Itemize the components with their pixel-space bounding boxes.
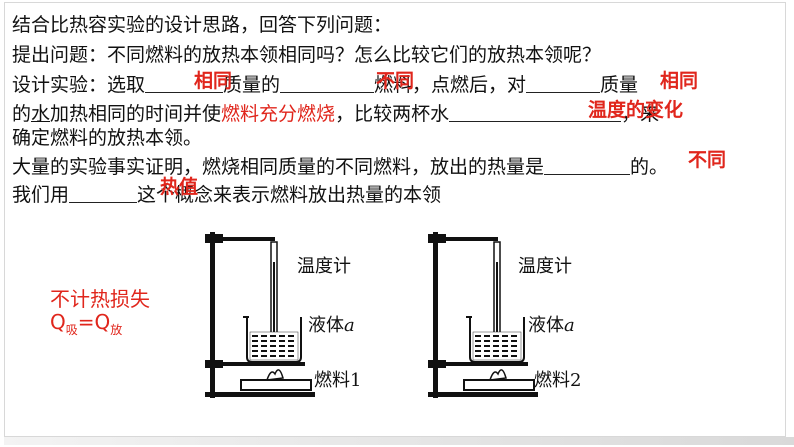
- concept-text-1: 我们用: [12, 184, 70, 206]
- design-text-1: 设计实验：选取: [12, 74, 146, 96]
- blank-2: [280, 74, 375, 93]
- title-line: 结合比热容实验的设计思路，回答下列问题：: [12, 14, 392, 36]
- design-text-2: 质量的: [223, 74, 281, 96]
- fuel-label-2: 燃料2: [534, 370, 582, 391]
- answer-1: 相同: [194, 70, 233, 92]
- liquid-var-1: a: [344, 315, 355, 336]
- full-combustion-text: 燃料充分燃烧: [221, 103, 336, 125]
- q-release: Q: [94, 310, 111, 334]
- fact-text-1: 大量的实验事实证明，燃烧相同质量的不同燃料，放出的热量是: [12, 156, 545, 178]
- title-text: 结合比热容实验的设计思路，回答下列问题：: [12, 14, 393, 36]
- concept-line: 我们用 这个概念来表示燃料放出热量的本领: [12, 184, 441, 206]
- answer-2: 不同: [376, 70, 415, 92]
- question-text: 提出问题：不同燃料的放热本领相同吗？怎么比较它们的放热本领呢？: [12, 44, 602, 66]
- fuel-label-1: 燃料1: [314, 370, 362, 391]
- liquid-text-2: 液体: [528, 315, 564, 336]
- question-line: 提出问题：不同燃料的放热本领相同吗？怎么比较它们的放热本领呢？: [12, 44, 601, 66]
- liquid-var-2: a: [564, 315, 575, 336]
- liquid-label-2: 液体a: [528, 311, 575, 337]
- blank-5: [544, 156, 631, 175]
- liquid-label-1: 液体a: [308, 311, 355, 337]
- blank-3: [526, 74, 601, 93]
- concept-text-2: 这个概念来表示燃料放出热量的本领: [137, 184, 442, 206]
- answer-6: 热值: [160, 176, 199, 198]
- sub-release: 放: [110, 323, 123, 337]
- blank-6: [69, 184, 138, 203]
- heating-text-2: 加热相同的时间并使: [50, 103, 222, 125]
- answer-5: 不同: [688, 149, 727, 171]
- thermometer-label-1: 温度计: [297, 256, 351, 277]
- bottom-accent-bar: [4, 437, 794, 445]
- heat-equation: Q吸=Q放: [50, 310, 122, 338]
- determine-line: 确定燃料的放热本领。: [12, 127, 202, 149]
- determine-text: 确定燃料的放热本领。: [12, 127, 203, 149]
- heating-text-1: 的: [12, 103, 32, 125]
- sub-absorb: 吸: [65, 323, 78, 337]
- thermometer-label-2: 温度计: [518, 256, 572, 277]
- design-text-3: 燃料，点燃后，对: [374, 74, 527, 96]
- apparatus-1-figure: [205, 232, 315, 398]
- slide-frame: [4, 2, 786, 437]
- water-underlined: 水: [31, 103, 51, 125]
- heating-text-4: ，来: [621, 103, 660, 125]
- fact-line: 大量的实验事实证明，燃烧相同质量的不同燃料，放出的热量是 的。: [12, 156, 668, 178]
- blank-4: [449, 103, 622, 122]
- heating-line: 的水加热相同的时间并使燃料充分燃烧，比较两杯水 ，来: [12, 103, 659, 125]
- heating-text-3: ，比较两杯水: [335, 103, 450, 125]
- fact-text-2: 的。: [630, 156, 669, 178]
- apparatus-2-figure: [428, 232, 538, 398]
- liquid-text-1: 液体: [308, 315, 344, 336]
- q-absorb: Q: [50, 310, 66, 334]
- answer-4: 温度的变化: [588, 99, 684, 121]
- equals-sign: =: [77, 310, 95, 334]
- answer-3: 相同: [660, 70, 699, 92]
- design-line: 设计实验：选取 质量的 燃料，点燃后，对 质量: [12, 74, 638, 96]
- design-text-4: 质量: [600, 74, 639, 96]
- no-heat-loss-note: 不计热损失: [50, 287, 150, 311]
- blank-1: [145, 74, 224, 93]
